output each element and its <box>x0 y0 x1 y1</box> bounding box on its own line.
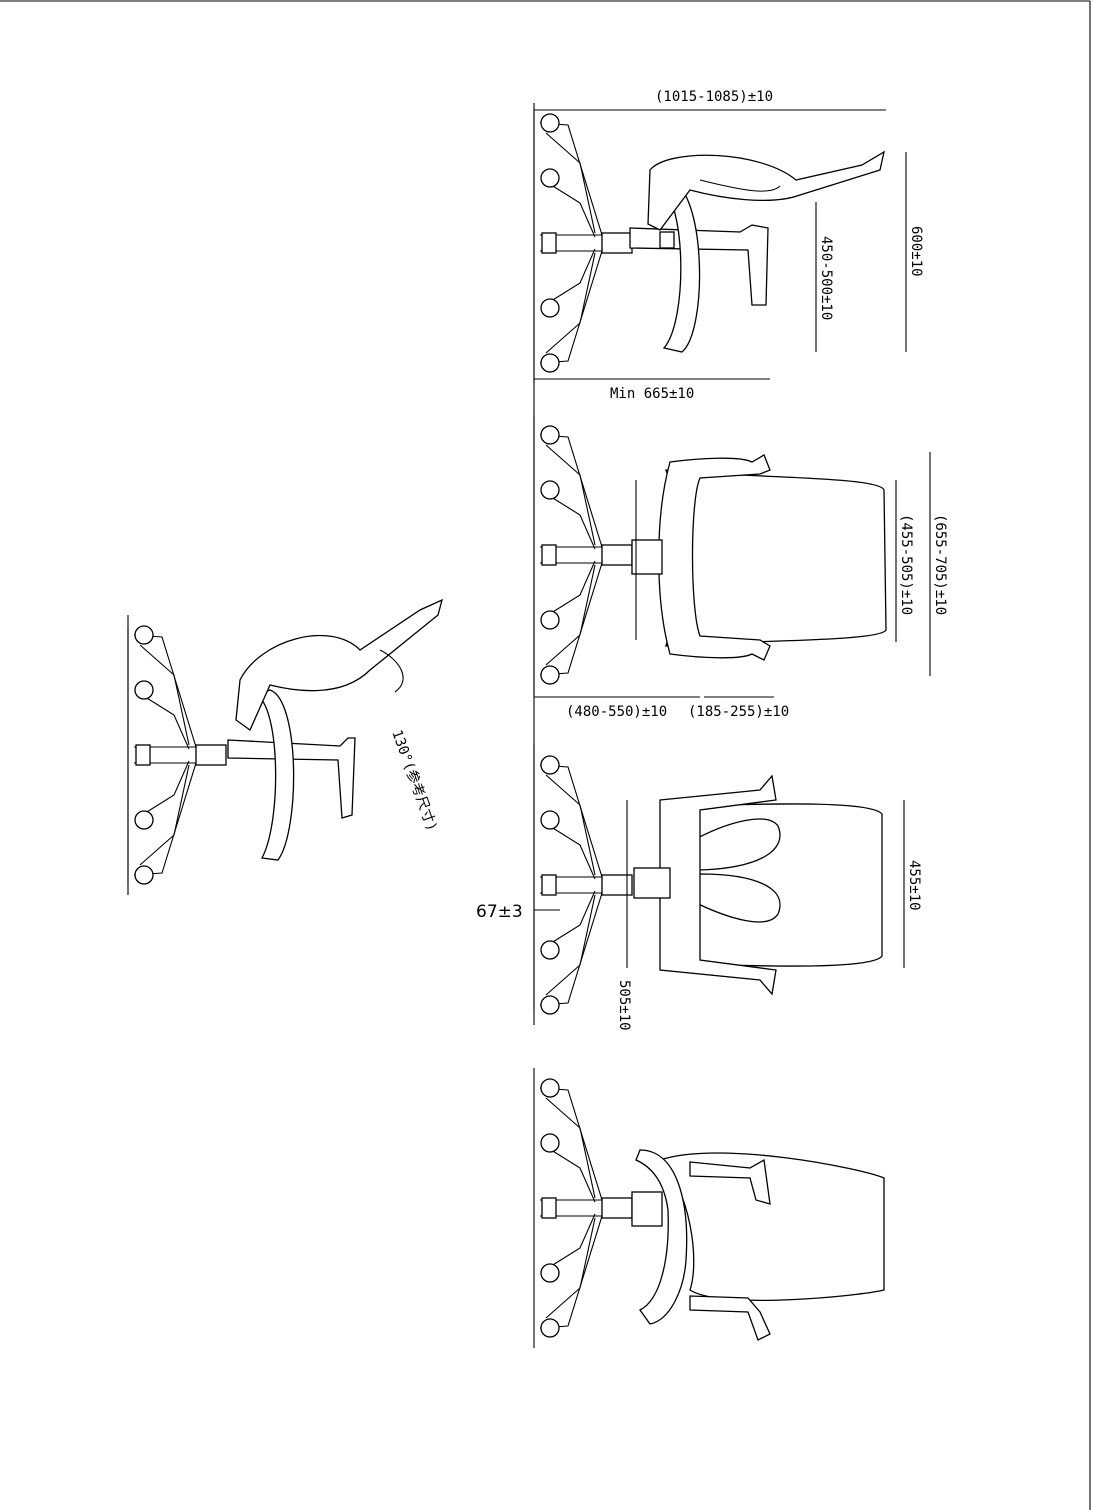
dim-arm-height: 600±10 <box>908 226 924 277</box>
dim-seat-depth: 450-500±10 <box>818 236 834 320</box>
dim-seat-width: 505±10 <box>616 980 632 1031</box>
chair-side-reclined-icon: 130°(参考尺寸) <box>127 598 443 896</box>
dim-back-width: 455±10 <box>906 860 922 911</box>
dim-overall-depth: (1015-1085)±10 <box>655 89 773 105</box>
chair-perspective-icon <box>533 1067 885 1349</box>
dim-min-depth: Min 665±10 <box>610 386 694 402</box>
dim-total-height: (655-705)±10 <box>932 514 948 615</box>
dim-seat-height: (455-505)±10 <box>898 514 914 615</box>
chair-back-icon <box>533 744 883 1026</box>
dim-caster-offset: 67±3 <box>476 902 523 922</box>
chair-side-icon <box>533 102 885 384</box>
recline-note: 130°(参考尺寸) <box>388 728 440 834</box>
chair-front-icon <box>533 414 887 696</box>
dim-base-to-seat: (480-550)±10 <box>566 704 667 720</box>
dim-arm-range: (185-255)±10 <box>688 704 789 720</box>
